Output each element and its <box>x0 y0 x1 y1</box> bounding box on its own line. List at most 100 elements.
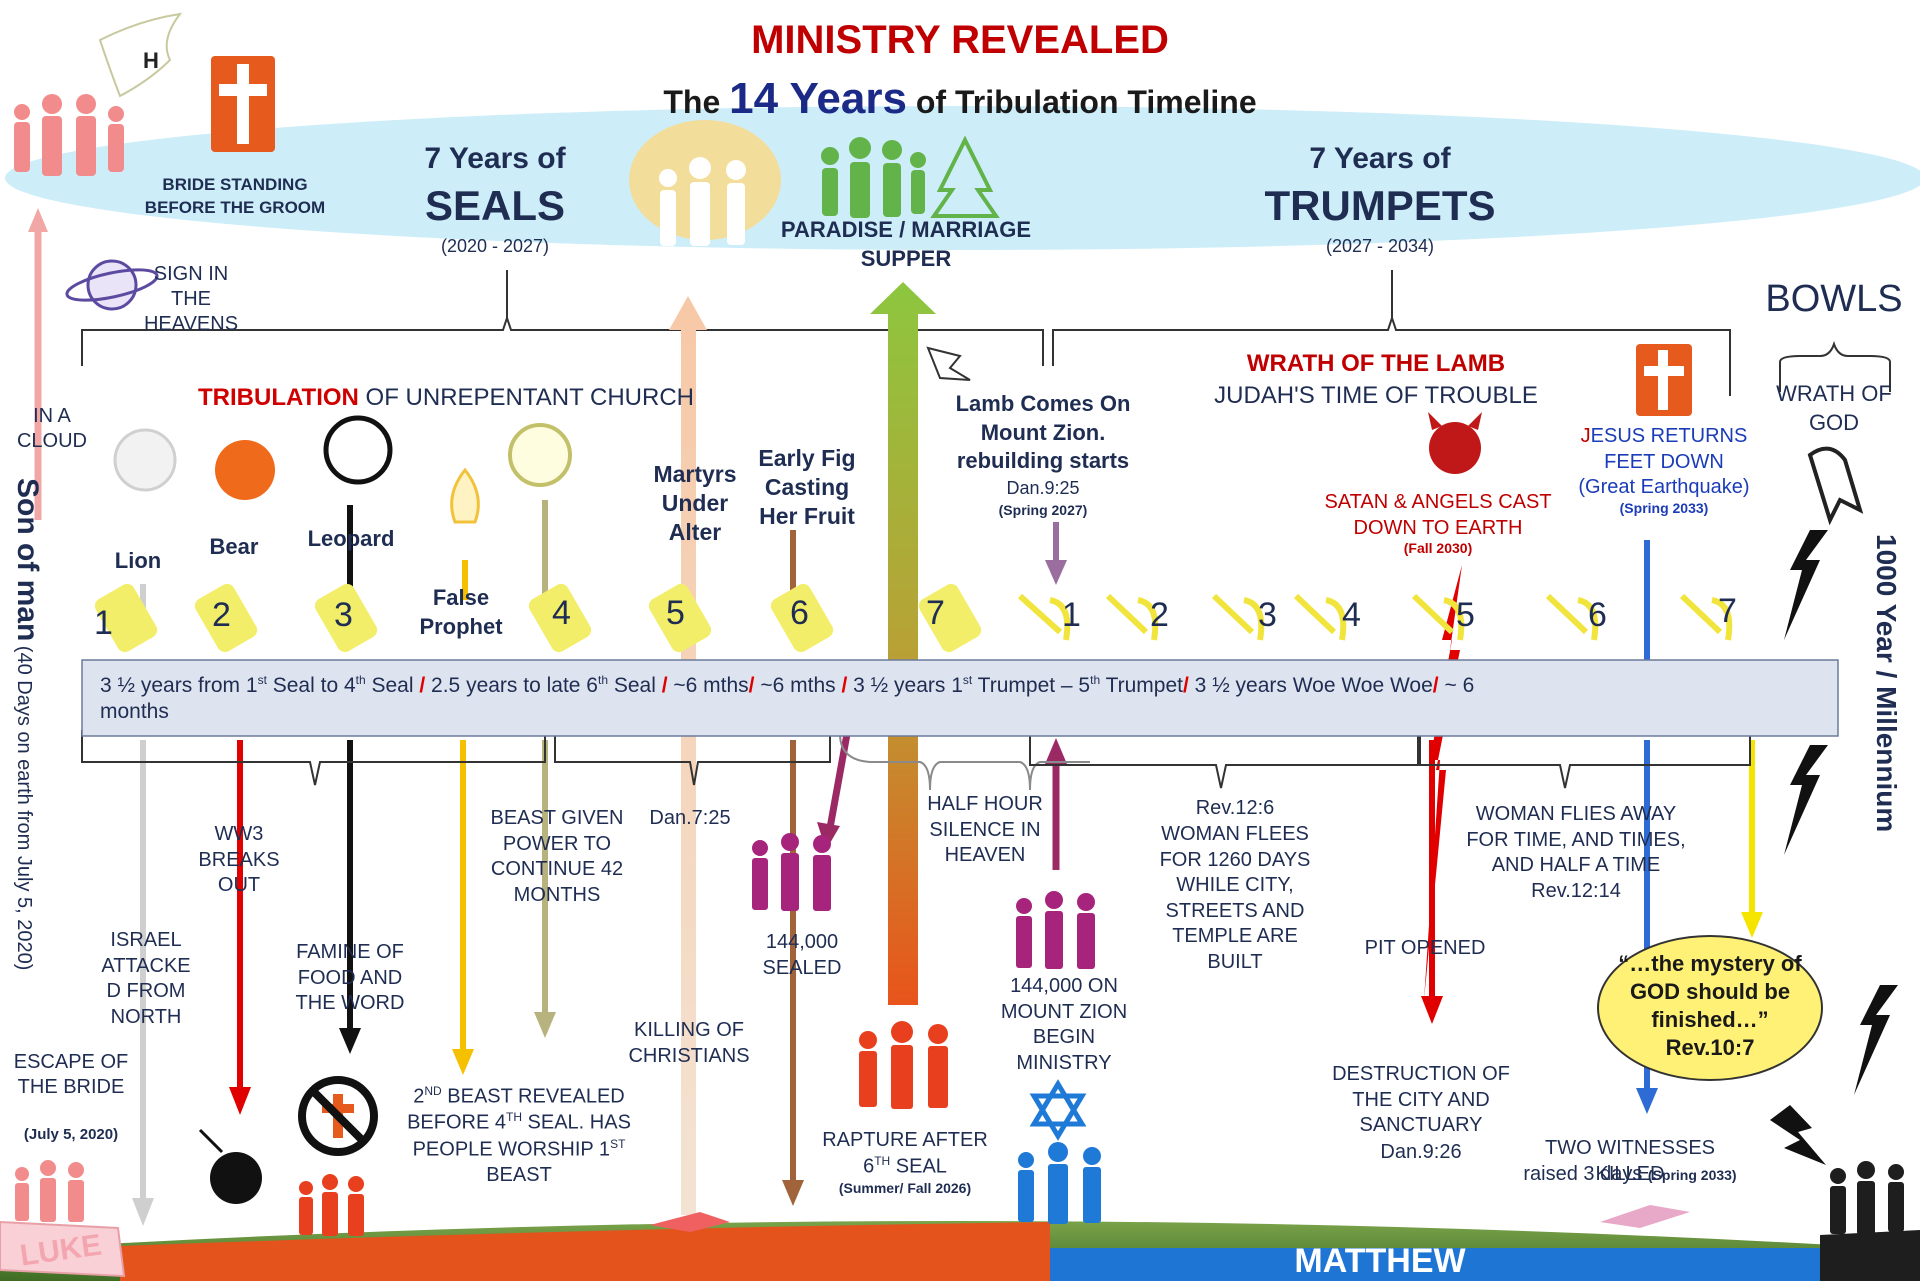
bomb-icon <box>198 1128 262 1204</box>
bride-figure-head-1 <box>14 104 30 120</box>
martyrs-arrow <box>669 296 707 1215</box>
seal-scroll-3 <box>314 583 378 653</box>
lamb-arrowhead <box>1045 560 1067 585</box>
blue-figure-body-3 <box>1083 1167 1101 1223</box>
sign-in-heavens: SIGN IN THE HEAVENS <box>143 263 239 335</box>
raised-label: raised 3 days (Spring 2033) <box>1510 1162 1750 1188</box>
tribulation-heading: TRIBULATION OF UNREPENTANT CHURCH <box>198 384 798 412</box>
band-sup-st-2: st <box>962 673 973 687</box>
band-seg5b: Trumpet – 5 <box>972 674 1091 697</box>
bear-label: Bear <box>209 534 259 559</box>
trumpet-1 <box>1017 593 1071 641</box>
sealed-figure-head-1 <box>752 840 768 856</box>
rapture-b: SEAL <box>890 1155 947 1178</box>
sealed-arrow <box>826 733 851 829</box>
raised-date: (Spring 2033) <box>1647 1167 1737 1183</box>
glow-figure-head-3 <box>726 160 746 180</box>
bishop-icon <box>450 467 480 524</box>
seal-scroll-7 <box>918 583 982 653</box>
paradise-tree <box>930 135 1000 218</box>
devil-head <box>1429 422 1481 474</box>
sb-a: 2 <box>413 1085 425 1108</box>
jesus-label: JESUS RETURNS FEET DOWN <box>1566 424 1762 475</box>
trumpet-number-7: 7 <box>1718 592 1737 630</box>
bowls-heading: BOWLS <box>1765 278 1903 320</box>
zion-figure-head-2 <box>1045 891 1063 909</box>
seals-range: (2020 - 2027) <box>440 236 550 256</box>
blue-figure-body-2 <box>1048 1164 1068 1224</box>
seals-brace <box>81 270 1044 366</box>
trumpet-7 <box>1679 593 1733 641</box>
glow-figure-head-2 <box>689 157 711 179</box>
dan926-label: Dan.9:26 <box>1380 1141 1462 1163</box>
wrath-god-heading: WRATH OF GOD <box>1776 381 1892 435</box>
paradise-figure-head-2 <box>849 137 871 159</box>
seal-number-4: 4 <box>552 594 571 632</box>
seal-number-3: 3 <box>334 596 353 634</box>
band-seg5c: Trumpet <box>1100 674 1183 697</box>
lion-label: Lion <box>114 548 162 573</box>
famine-label: FAMINE OF FOOD AND THE WORD <box>295 941 405 1015</box>
leopard-icon <box>323 415 393 485</box>
bird-icon <box>926 346 971 381</box>
page-title: MINISTRY REVEALED <box>751 18 1169 62</box>
lightning-bolts <box>1770 530 1898 1165</box>
false-prophet-arrowhead <box>452 1049 474 1075</box>
jesus-rest: ESUS RETURNS FEET DOWN <box>1590 425 1748 473</box>
cross-icon-top <box>211 56 275 152</box>
bride-figure-body-1 <box>14 122 30 172</box>
escape-figure-head-2 <box>40 1160 56 1176</box>
lion-arrowhead <box>132 1198 154 1226</box>
martyrs-label: Martyrs Under Alter <box>653 461 737 545</box>
timeline-band <box>81 659 1839 737</box>
seal-scroll-4 <box>528 583 592 653</box>
cross-icon-jesus <box>1636 344 1692 416</box>
sb-d: BEAST <box>486 1163 552 1186</box>
red-figure-head-1 <box>299 1181 313 1195</box>
blue-figure-head-1 <box>1018 1152 1034 1168</box>
sb-c: SEAL. HAS PEOPLE WORSHIP 1 <box>412 1111 631 1161</box>
satan-label: SATAN & ANGELS CAST DOWN TO EARTH <box>1324 491 1552 539</box>
half-hour-label: HALF HOUR SILENCE IN HEAVEN <box>927 793 1043 867</box>
lamb-ref: Dan.9:25 <box>1006 478 1080 498</box>
band-seg3: ~6 mths <box>667 674 749 697</box>
luke-banner <box>0 1220 126 1278</box>
cross-jesus-vertical <box>1658 350 1668 410</box>
rapture-sup: TH <box>874 1153 891 1168</box>
trumpet-3 <box>1211 593 1265 641</box>
subtitle-highlight: 14 Years <box>729 74 907 123</box>
paradise-figure-head-3 <box>882 140 902 160</box>
seal-number-1: 1 <box>94 604 113 642</box>
paradise-figure-body-3 <box>883 163 901 217</box>
pit-arrowhead <box>1421 996 1443 1024</box>
band-sup-st-1: st <box>257 673 267 687</box>
beast4-head <box>508 423 572 487</box>
false-prophet-label: False Prophet <box>419 585 503 639</box>
glow-figure-body-3 <box>727 183 745 245</box>
planet-body <box>86 259 138 311</box>
leopard-head <box>323 415 393 485</box>
band-slash-5: / <box>1183 674 1189 697</box>
band-seg1c: Seal <box>365 674 420 697</box>
cross-top-vertical <box>237 64 249 144</box>
sealed-arrowhead <box>817 822 840 850</box>
paradise-label: PARADISE / MARRIAGE SUPPER <box>780 217 1032 271</box>
seal-scroll-2 <box>194 583 258 653</box>
bride-figure-head-4 <box>108 106 124 122</box>
paradise-figure-head-1 <box>821 147 839 165</box>
star-triangle-down <box>1029 1093 1087 1141</box>
band-seg4: ~6 mths <box>754 674 842 697</box>
leopard-label: Leopard <box>307 526 395 551</box>
escape-figure-head-3 <box>68 1162 84 1178</box>
ww3-label: WW3 BREAKS OUT <box>198 823 280 897</box>
bride-figure-body-3 <box>76 116 96 176</box>
red-figure-body-3 <box>348 1194 364 1236</box>
band-seg2b: Seal <box>608 674 662 697</box>
band-seg7: ~ 6 <box>1438 674 1475 697</box>
trumpets-range: (2027 - 2034) <box>1325 236 1435 256</box>
escape-figure-body-1 <box>15 1183 29 1221</box>
jesus-date: (Spring 2033) <box>1619 500 1709 516</box>
rapture-figure-body-1 <box>859 1051 877 1107</box>
trumpet-number-5: 5 <box>1456 596 1475 634</box>
band-seg1b: Seal to 4 <box>266 674 356 697</box>
